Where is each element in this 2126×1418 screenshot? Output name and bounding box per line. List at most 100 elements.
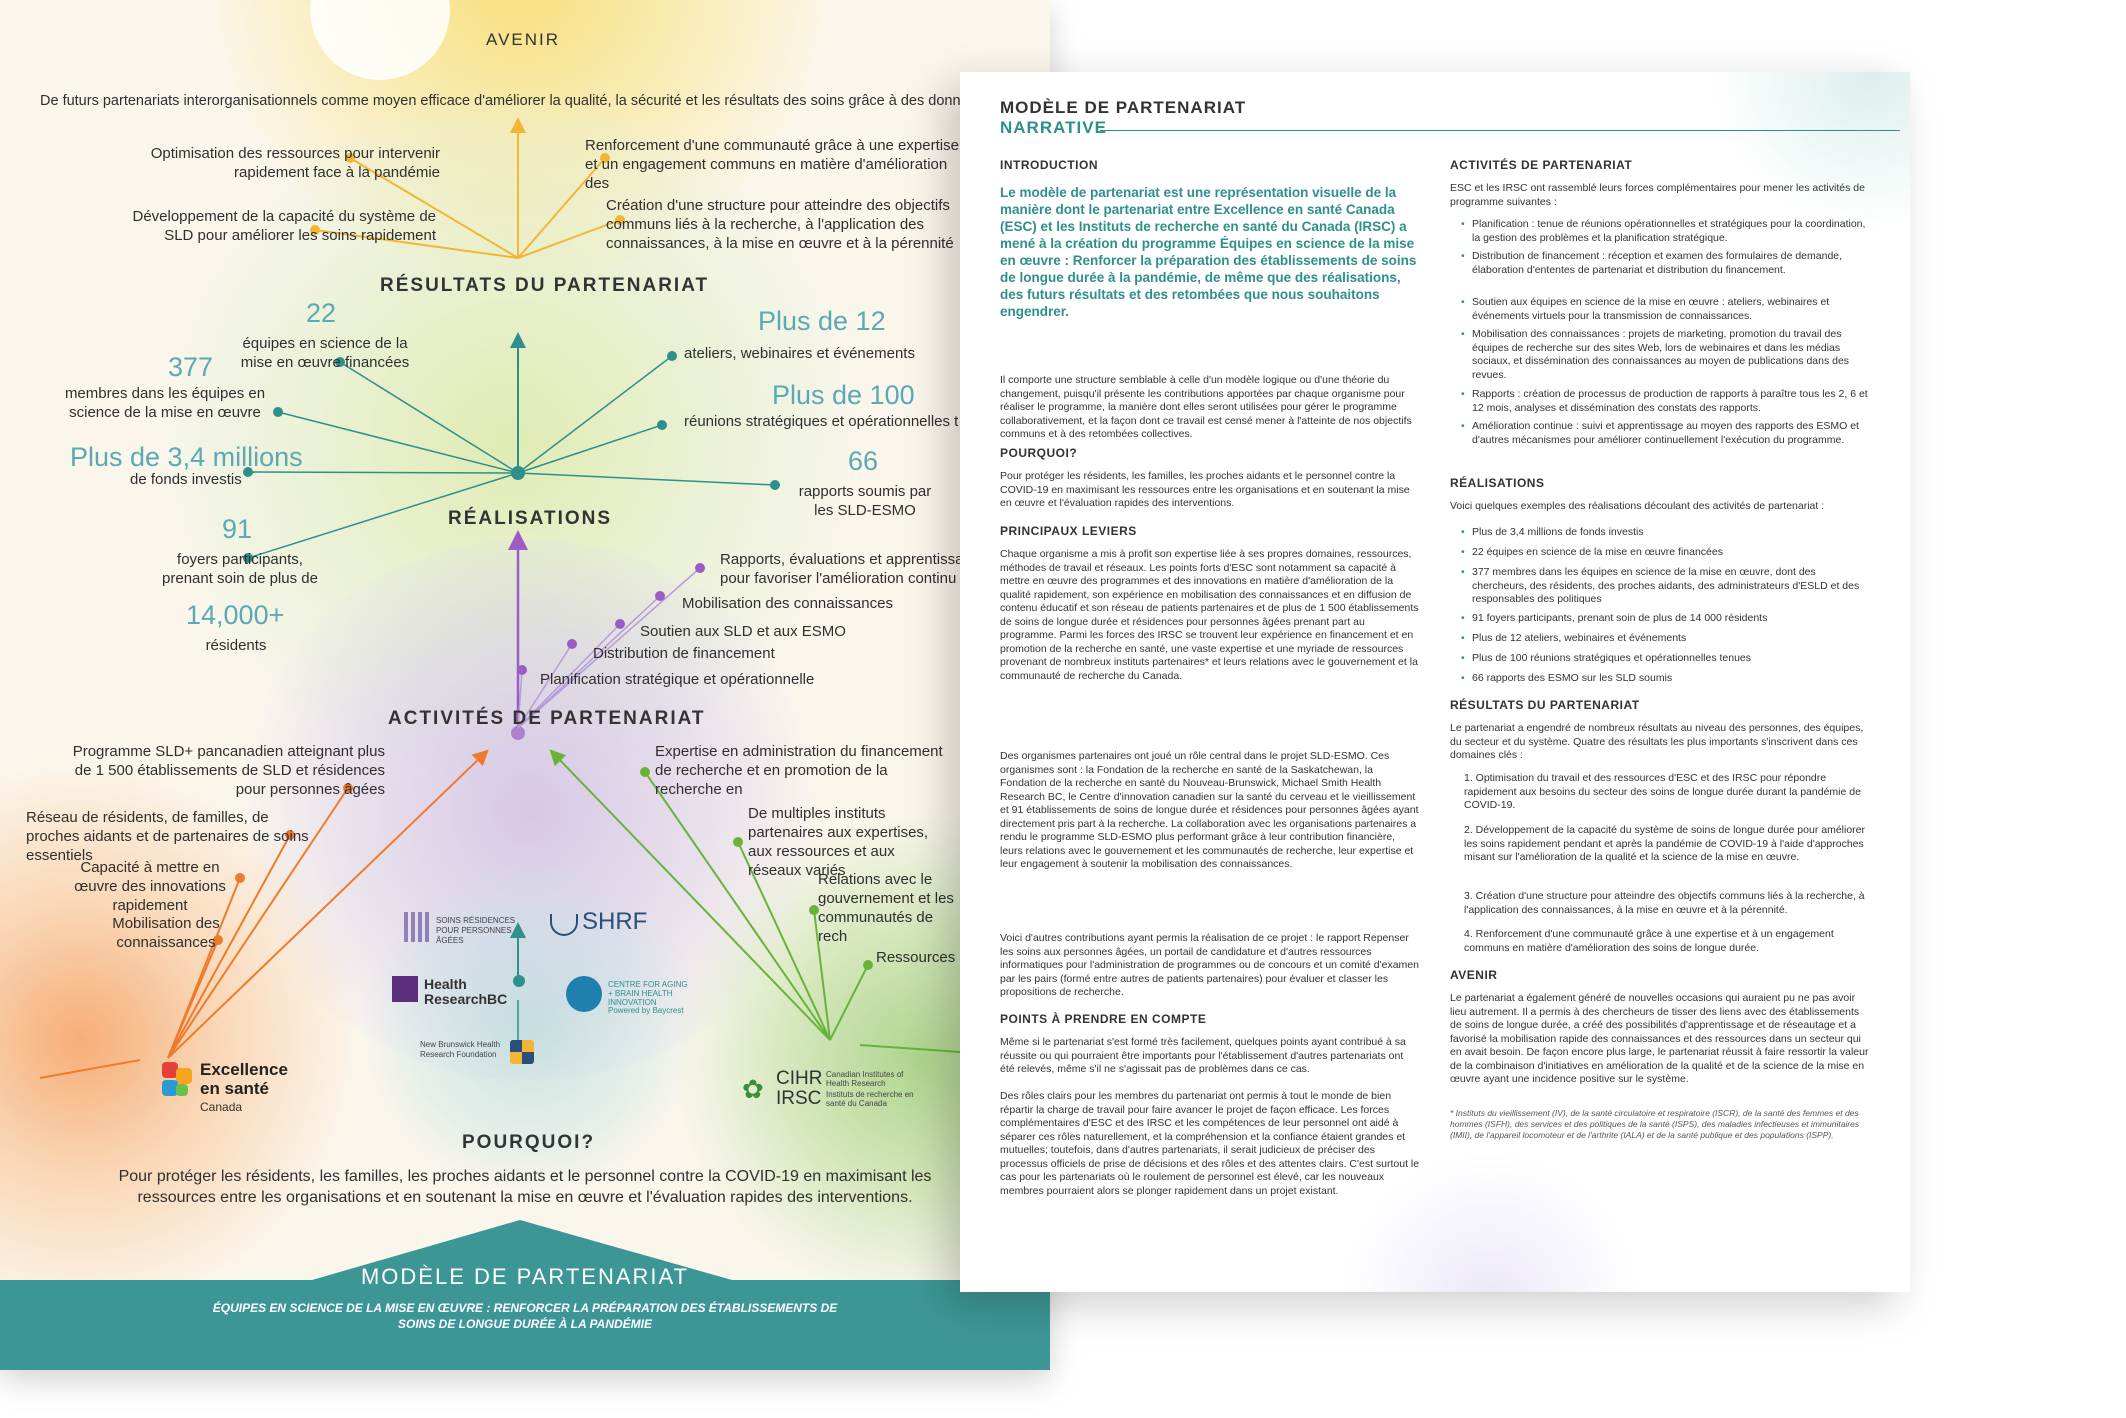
stat-14000-label: résidents — [205, 637, 267, 654]
stat-377-label: membres dans les équipes en science de l… — [64, 385, 266, 421]
cihr-logo-sub: Canadian Institutes of Health Research — [826, 1070, 904, 1088]
stat-14000-value: 14,000+ — [186, 600, 285, 630]
activite-bullet-5: Rapports : création de processus de prod… — [1458, 388, 1870, 415]
esc-logo-name: Excellence en santé — [200, 1060, 288, 1098]
irsc-logo-text: IRSC — [776, 1088, 822, 1109]
resultat-item-4: Création d'une structure pour atteindre … — [606, 197, 954, 252]
footer-subtitle: ÉQUIPES EN SCIENCE DE LA MISE EN ŒUVRE :… — [212, 1301, 838, 1331]
irsc-logo-sub: Instituts de recherche en santé du Canad… — [826, 1090, 914, 1108]
brain-health-logo-sub: Powered by Baycrest — [608, 1006, 684, 1015]
pourquoi-text: Pour protéger les résidents, les famille… — [118, 1168, 932, 1206]
avenir-title: AVENIR — [486, 30, 561, 49]
resultat-point-2: 2. Développement de la capacité du systè… — [1464, 824, 1865, 863]
levier-irsc-4: Ressources — [876, 949, 956, 966]
leviers-body-1: Chaque organisme a mis à profit son expe… — [1000, 548, 1419, 682]
realisation-bullet-2: 22 équipes en science de la mise en œuvr… — [1458, 546, 1870, 560]
resultats-intro: Le partenariat a engendré de nombreux ré… — [1450, 722, 1864, 761]
intro-body: Il comporte une structure semblable à ce… — [1000, 374, 1412, 440]
activites-dot — [511, 726, 525, 740]
healthbc-mark-icon — [392, 976, 418, 1002]
star-icon — [510, 1040, 534, 1064]
leviers-body-2: Des organismes partenaires ont joué un r… — [1000, 750, 1419, 870]
realisation-bullet-1: Plus de 3,4 millions de fonds investis — [1458, 526, 1870, 540]
partnership-model-poster: AVENIR De futurs partenariats interorgan… — [0, 0, 1050, 1370]
stat-12-value: Plus de 12 — [758, 306, 886, 336]
levier-esc-2: Réseau de résidents, de familles, de pro… — [26, 809, 309, 864]
narrative-document: MODÈLE DE PARTENARIAT NARRATIVE INTRODUC… — [960, 72, 1910, 1292]
levier-irsc-3: Relations avec le gouvernement et les co… — [818, 871, 954, 945]
stat-millions-value: Plus de 3,4 millions — [70, 442, 303, 472]
healthbc-logo-text-2: ResearchBC — [424, 991, 508, 1007]
tree-icon — [566, 976, 602, 1012]
leviers-heading: PRINCIPAUX LEVIERS — [1000, 524, 1137, 538]
resultat-point-3: 3. Création d'une structure pour atteind… — [1464, 890, 1865, 916]
levier-esc-3: Capacité à mettre en œuvre des innovatio… — [74, 859, 226, 914]
stat-66-label: rapports soumis par les SLD-ESMO — [798, 483, 932, 519]
resultat-item-1: Optimisation des ressources pour interve… — [150, 145, 440, 181]
pourquoi-body: Pour protéger les résidents, les famille… — [1000, 470, 1410, 509]
realisation-bullet-3: 377 membres dans les équipes en science … — [1458, 566, 1870, 607]
cihr-logo-text: CIHR — [776, 1068, 823, 1089]
shrf-logo-text: SHRF — [582, 908, 648, 935]
stat-91-value: 91 — [222, 514, 253, 544]
poster-arrows — [39, 117, 961, 1079]
stat-377-value: 377 — [168, 352, 214, 382]
realisation-bullet-5: Plus de 12 ateliers, webinaires et événe… — [1458, 632, 1870, 646]
maple-leaf-icon: ✿ — [742, 1074, 764, 1104]
levier-irsc-1: Expertise en administration du financeme… — [655, 743, 943, 798]
activites-intro: ESC et les IRSC ont rassemblé leurs forc… — [1450, 182, 1865, 208]
stat-91-label: foyers participants, prenant soin de plu… — [162, 551, 318, 587]
intro-lead: Le modèle de partenariat est une représe… — [1000, 185, 1417, 319]
narrative-title-rule — [1100, 130, 1900, 131]
stat-millions-label: de fonds investis — [130, 471, 242, 488]
activite-bullet-6: Amélioration continue : suivi et apprent… — [1458, 420, 1870, 447]
footer-band — [0, 1220, 1050, 1370]
avenir-body: Le partenariat a également généré de nou… — [1450, 992, 1869, 1085]
levier-irsc-2: De multiples instituts partenaires aux e… — [748, 805, 929, 879]
stat-22-label: équipes en science de la mise en œuvre f… — [240, 335, 410, 371]
activite-item-2: Mobilisation des connaissances — [682, 595, 893, 612]
resultat-item-3: Renforcement d'une communauté grâce à un… — [585, 137, 959, 192]
pourquoi-title: POURQUOI? — [462, 1132, 596, 1153]
realisation-bullet-4: 91 foyers participants, prenant soin de … — [1458, 612, 1870, 626]
avenir-heading: AVENIR — [1450, 968, 1498, 982]
realisations-intro: Voici quelques exemples des réalisations… — [1450, 500, 1825, 512]
stat-100-value: Plus de 100 — [772, 380, 915, 410]
footnote: * Instituts du vieillissement (IV), de l… — [1450, 1108, 1860, 1140]
stat-12-label: ateliers, webinaires et événements — [684, 345, 915, 362]
levier-esc-1: Programme SLD+ pancanadien atteignant pl… — [72, 743, 385, 798]
activites-heading: ACTIVITÉS DE PARTENARIAT — [1450, 158, 1633, 172]
stat-22-value: 22 — [306, 298, 337, 328]
realisation-bullet-6: Plus de 100 réunions stratégiques et opé… — [1458, 652, 1870, 666]
points-body-1: Même si le partenariat s'est formé très … — [1000, 1036, 1406, 1075]
resultats-title: RÉSULTATS DU PARTENARIAT — [380, 275, 710, 296]
levier-esc-4: Mobilisation des connaissances — [112, 915, 220, 951]
resultats-heading: RÉSULTATS DU PARTENARIAT — [1450, 698, 1640, 712]
footer-title: MODÈLE DE PARTENARIAT — [360, 1264, 690, 1289]
brain-health-logo-text: CENTRE FOR AGING + BRAIN HEALTH INNOVATI… — [608, 980, 688, 1007]
intro-heading: INTRODUCTION — [1000, 158, 1098, 172]
activite-bullet-4: Mobilisation des connaissances : projets… — [1458, 328, 1870, 382]
realisations-heading: RÉALISATIONS — [1450, 476, 1545, 490]
activites-title: ACTIVITÉS DE PARTENARIAT — [388, 708, 706, 729]
nb-health-logo-text: New Brunswick Health Research Foundation — [420, 1040, 501, 1059]
activite-item-5: Planification stratégique et opérationne… — [540, 671, 815, 688]
partners-dot — [513, 975, 525, 987]
activite-bullet-1: Planification : tenue de réunions opérat… — [1458, 218, 1870, 245]
activite-item-1: Rapports, évaluations et apprentissa pou… — [720, 551, 964, 587]
esc-logo-mark — [162, 1062, 192, 1098]
leviers-body-3: Voici d'autres contributions ayant permi… — [1000, 932, 1419, 998]
esc-logo-country: Canada — [200, 1100, 243, 1114]
points-body-2: Des rôles clairs pour les membres du par… — [1000, 1090, 1420, 1197]
resultat-point-4: 4. Renforcement d'une communauté grâce à… — [1464, 928, 1834, 954]
activite-bullet-2: Distribution de financement : réception … — [1458, 250, 1870, 277]
stat-100-label: réunions stratégiques et opérationnelles… — [684, 413, 959, 430]
avenir-text: De futurs partenariats interorganisation… — [40, 93, 996, 109]
realisation-bullet-7: 66 rapports des ESMO sur les SLD soumis — [1458, 672, 1870, 686]
points-heading: POINTS À PRENDRE EN COMPTE — [1000, 1012, 1207, 1026]
pourquoi-heading: POURQUOI? — [1000, 446, 1078, 460]
healthbc-logo-text-1: Health — [424, 976, 467, 992]
residences-logo-text: SOINS RÉSIDENCES POUR PERSONNES ÂGÉES — [436, 916, 516, 945]
book-icon — [550, 914, 578, 936]
resultat-point-1: 1. Optimisation du travail et des ressou… — [1464, 772, 1861, 811]
